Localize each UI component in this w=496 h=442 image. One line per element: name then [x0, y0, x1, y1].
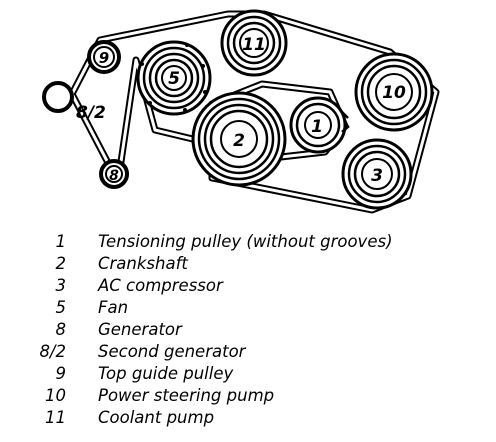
legend-description: Second generator: [98, 342, 246, 361]
legend-item: 11 Coolant pump: [0, 408, 496, 428]
legend-item: 3 AC compressor: [0, 276, 496, 296]
legend-number: 5: [55, 298, 67, 317]
legend-item: 2 Crankshaft: [0, 254, 496, 274]
pulley-label-9: 9: [99, 49, 109, 67]
pulley-label-3: 3: [371, 166, 383, 186]
legend-number: 3: [55, 276, 67, 295]
legend-description: Power steering pump: [98, 386, 275, 405]
pulley-label-1: 1: [311, 117, 323, 137]
legend-description: Top guide pulley: [98, 364, 234, 383]
legend-description: Tensioning pulley (without grooves): [98, 232, 393, 251]
pulley-label-8-2: 8/2: [76, 103, 106, 123]
legend-number: 9: [55, 364, 67, 383]
pulley-label-11: 11: [242, 35, 266, 55]
pulley-8-generator: [99, 159, 129, 189]
legend-description: AC compressor: [98, 276, 223, 295]
pulley-5-fan: [136, 40, 212, 116]
legend-description: Fan: [98, 298, 129, 317]
legend-item: 1 Tensioning pulley (without grooves): [0, 232, 496, 252]
legend-number: 1: [55, 232, 67, 251]
legend-description: Generator: [98, 320, 182, 339]
legend-item: 8 Generator: [0, 320, 496, 340]
legend-description: Crankshaft: [98, 254, 188, 273]
belt-routing-diagram: 8/2 9 8 5 11 10: [42, 9, 440, 214]
pulley-label-10: 10: [382, 83, 406, 103]
legend-item: 8/2 Second generator: [0, 342, 496, 362]
legend-item: 9 Top guide pulley: [0, 364, 496, 384]
pulley-10-power-steering-pump: [354, 52, 434, 132]
pulley-2-crankshaft: [191, 91, 287, 187]
pulley-1-tensioning: [289, 96, 350, 154]
pulley-label-2: 2: [233, 131, 245, 151]
legend-number: 11: [45, 408, 66, 427]
legend-number: 2: [55, 254, 67, 273]
legend-number: 8: [55, 320, 67, 339]
pulley-3-ac-compressor: [341, 138, 413, 210]
pulley-11-coolant-pump: [220, 9, 288, 77]
legend-description: Coolant pump: [98, 408, 215, 427]
legend-number: 8/2: [39, 342, 66, 361]
legend-item: 5 Fan: [0, 298, 496, 318]
legend-item: 10 Power steering pump: [0, 386, 496, 406]
drive-belt: [68, 10, 440, 214]
pulley-8-2-second-generator: [42, 81, 74, 113]
pulley-9-top-guide: [87, 40, 121, 74]
pulley-label-5: 5: [168, 69, 180, 89]
legend-number: 10: [45, 386, 66, 405]
pulley-label-8: 8: [109, 168, 119, 184]
